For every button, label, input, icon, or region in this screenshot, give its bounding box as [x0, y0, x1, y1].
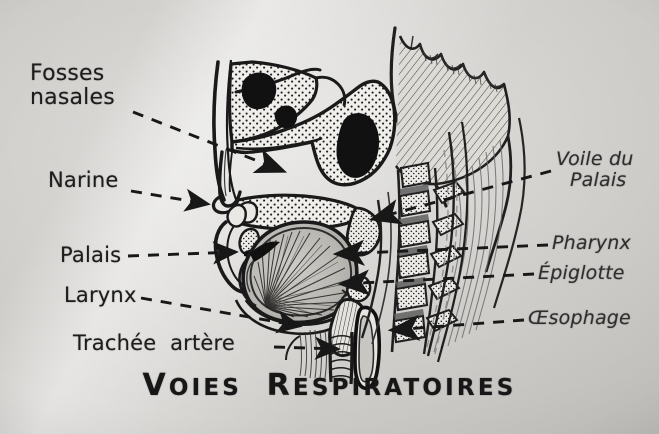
leader-palais — [127, 241, 239, 265]
label-palais: Palais — [60, 243, 122, 267]
label-larynx: Larynx — [64, 283, 137, 307]
leader-larynx — [140, 296, 303, 334]
label-epiglotte: Épiglotte — [538, 262, 625, 284]
label-narine: Narine — [48, 168, 119, 192]
label-voile-line1: Voile du — [556, 148, 634, 170]
label-fosses-line2: nasales — [30, 84, 115, 110]
label-pharynx: Pharynx — [552, 232, 631, 254]
leader-epiglotte — [337, 269, 535, 296]
label-trachee-artere: Trachée artère — [73, 331, 236, 355]
leader-voile-du-palais — [368, 169, 552, 225]
label-fosses-line1: Fosses — [30, 61, 105, 86]
title-w1-rest: OIES — [168, 375, 243, 401]
plate-title: VOIES RESPIRATOIRES — [0, 368, 659, 403]
title-w2-cap: R — [266, 368, 293, 403]
leader-narine — [130, 188, 211, 212]
title-w1-cap: V — [142, 368, 169, 403]
leader-trachee — [273, 336, 341, 360]
label-oesophage: Œsophage — [528, 307, 631, 329]
leader-pharynx — [332, 239, 549, 266]
leader-oesophage — [387, 314, 525, 341]
leader-fosses-nasales — [132, 110, 288, 174]
label-voile-line2: Palais — [570, 168, 627, 191]
title-w2-rest: ESPIRATOIRES — [292, 375, 517, 401]
